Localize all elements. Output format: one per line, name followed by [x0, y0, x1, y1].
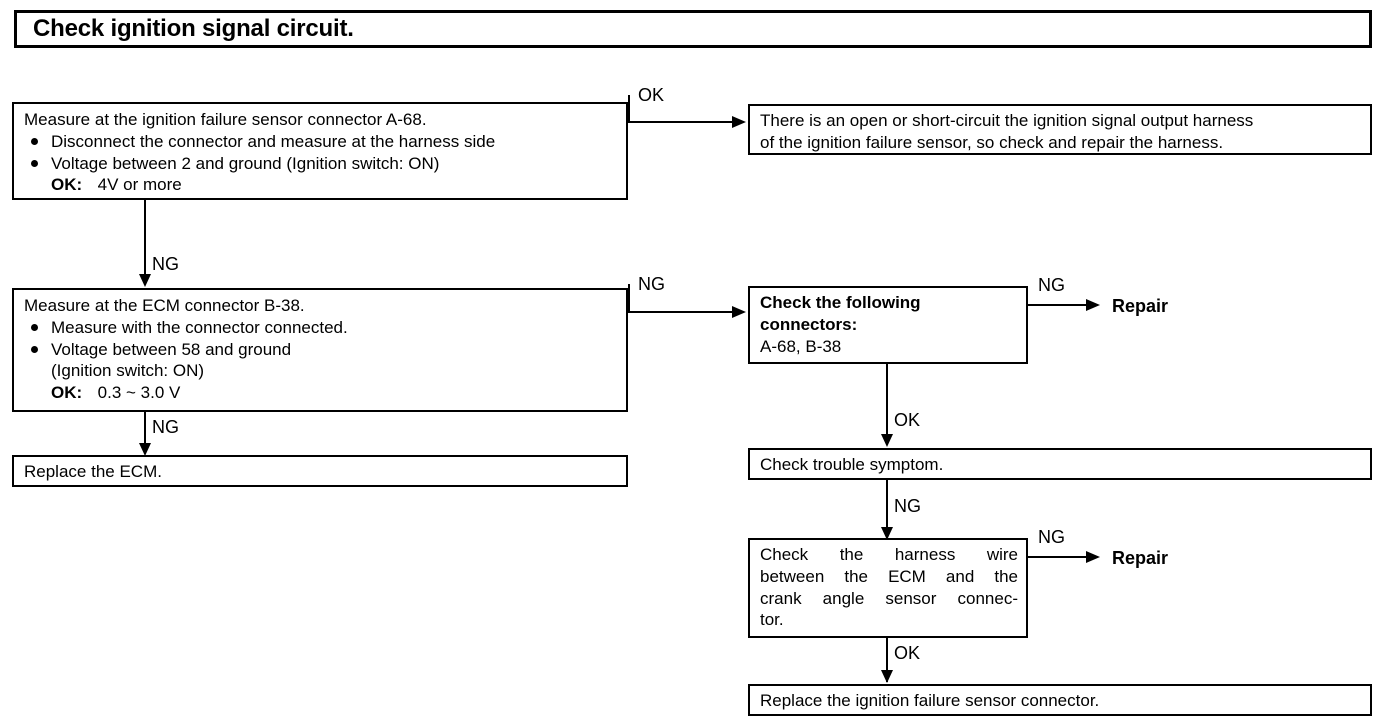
check-symptom-text: Check trouble symptom.	[760, 455, 944, 474]
measure-ecm-ok-value: 0.3 ~ 3.0 V	[97, 383, 181, 402]
measure-ecm-header: Measure at the ECM connector B-38.	[24, 296, 305, 315]
measure-ecm-sub-2: (Ignition switch: ON)	[51, 361, 205, 381]
edge-label-ng-ecm-replace: NG	[152, 417, 179, 437]
replace-sensor-connector-text: Replace the ignition failure sensor conn…	[760, 691, 1100, 710]
page-title: Check ignition signal circuit.	[33, 15, 354, 42]
edge-connectors-to-symptom-arrowhead	[881, 434, 893, 447]
edge-ecm-to-connectors-riser	[628, 284, 630, 313]
check-harness-line-4: tor.	[760, 610, 784, 630]
box-replace-ecm: Replace the ECM.	[12, 455, 628, 487]
check-harness-line-3: crank angle sensor connec-	[760, 588, 1018, 608]
page-title-bar: Check ignition signal circuit.	[14, 10, 1372, 48]
edge-label-ok-harness-replace-connector: OK	[894, 643, 921, 663]
edge-harness-to-replace-connector-line	[886, 638, 888, 682]
edge-symptom-to-harness-arrowhead	[881, 527, 893, 540]
check-connectors-line-2: connectors:	[760, 314, 858, 334]
edge-sensor-to-openshort-riser	[628, 95, 630, 123]
measure-ecm-bullet-1: Measure with the connector connected.	[24, 317, 618, 339]
bullet-icon	[31, 159, 38, 167]
edge-harness-to-repair-arrowhead	[1086, 551, 1100, 563]
edge-label-ng-connectors-repair: NG	[1038, 275, 1065, 295]
open-short-line-2: of the ignition failure sensor, so check…	[760, 132, 1224, 152]
measure-sensor-bullet-2: Voltage between 2 and ground (Ignition s…	[24, 153, 618, 175]
box-measure-ignition-failure-sensor: Measure at the ignition failure sensor c…	[12, 102, 628, 200]
bullet-icon	[31, 137, 38, 145]
terminal-repair-bottom: Repair	[1112, 548, 1169, 568]
measure-sensor-ok-line: OK: 4V or more	[24, 174, 618, 196]
edge-ecm-to-replace-line	[144, 412, 146, 454]
edge-sensor-to-openshort-arrowhead	[732, 116, 746, 128]
edge-ecm-to-replace-arrowhead	[139, 443, 151, 456]
edge-harness-to-repair-line	[1028, 556, 1092, 558]
edge-label-ng-symptom-harness: NG	[894, 496, 921, 516]
measure-sensor-header: Measure at the ignition failure sensor c…	[24, 110, 427, 129]
edge-connectors-to-symptom-line	[886, 364, 888, 436]
open-short-line-1: There is an open or short-circuit the ig…	[760, 111, 1254, 130]
edge-label-ok-connectors-symptom: OK	[894, 410, 921, 430]
edge-connectors-to-repair-arrowhead	[1086, 299, 1100, 311]
measure-sensor-bullet-2-text: Voltage between 2 and ground (Ignition s…	[51, 153, 440, 173]
box-check-following-connectors: Check the following connectors: A-68, B-…	[748, 286, 1028, 364]
check-harness-line-2: between the ECM and the	[760, 566, 1018, 586]
edge-sensor-to-openshort-line	[628, 121, 734, 123]
edge-label-ng-sensor-ecm: NG	[152, 254, 179, 274]
edge-connectors-to-repair-line	[1028, 304, 1092, 306]
replace-ecm-text: Replace the ECM.	[24, 462, 162, 481]
edge-ecm-to-connectors-line	[628, 311, 734, 313]
box-measure-ecm-connector: Measure at the ECM connector B-38. Measu…	[12, 288, 628, 412]
edge-label-ok-sensor-openshort: OK	[638, 85, 665, 105]
check-connectors-line-3: A-68, B-38	[760, 336, 842, 356]
measure-sensor-ok-value: 4V or more	[97, 175, 182, 195]
edge-sensor-to-ecm-line	[144, 200, 146, 276]
edge-label-ng-harness-repair: NG	[1038, 527, 1065, 547]
bullet-icon	[31, 345, 38, 353]
check-connectors-line-1: Check the following	[760, 293, 921, 312]
measure-sensor-bullet-1: Disconnect the connector and measure at …	[24, 131, 618, 153]
edge-harness-to-replace-connector-arrowhead	[881, 670, 893, 683]
edge-ecm-to-connectors-arrowhead	[732, 306, 746, 318]
measure-ecm-bullet-1-text: Measure with the connector connected.	[51, 317, 348, 337]
box-replace-ignition-failure-sensor-connector: Replace the ignition failure sensor conn…	[748, 684, 1372, 716]
edge-symptom-to-harness-line	[886, 480, 888, 538]
check-harness-line-1: Check the harness wire	[760, 545, 1018, 564]
box-check-trouble-symptom: Check trouble symptom.	[748, 448, 1372, 480]
box-check-harness-wire: Check the harness wire between the ECM a…	[748, 538, 1028, 638]
measure-sensor-bullet-1-text: Disconnect the connector and measure at …	[51, 131, 496, 151]
measure-ecm-bullet-2-text: Voltage between 58 and ground	[51, 339, 292, 359]
measure-sensor-ok-label: OK:	[51, 175, 83, 195]
edge-sensor-to-ecm-arrowhead	[139, 274, 151, 287]
measure-ecm-ok-line: OK: 0.3 ~ 3.0 V	[24, 382, 618, 404]
edge-label-ng-ecm-connectors: NG	[638, 274, 665, 294]
bullet-icon	[31, 323, 38, 331]
box-open-or-short-circuit: There is an open or short-circuit the ig…	[748, 104, 1372, 155]
measure-ecm-ok-label: OK:	[51, 383, 83, 402]
measure-ecm-bullet-2: Voltage between 58 and ground	[24, 339, 618, 361]
terminal-repair-top: Repair	[1112, 296, 1169, 316]
